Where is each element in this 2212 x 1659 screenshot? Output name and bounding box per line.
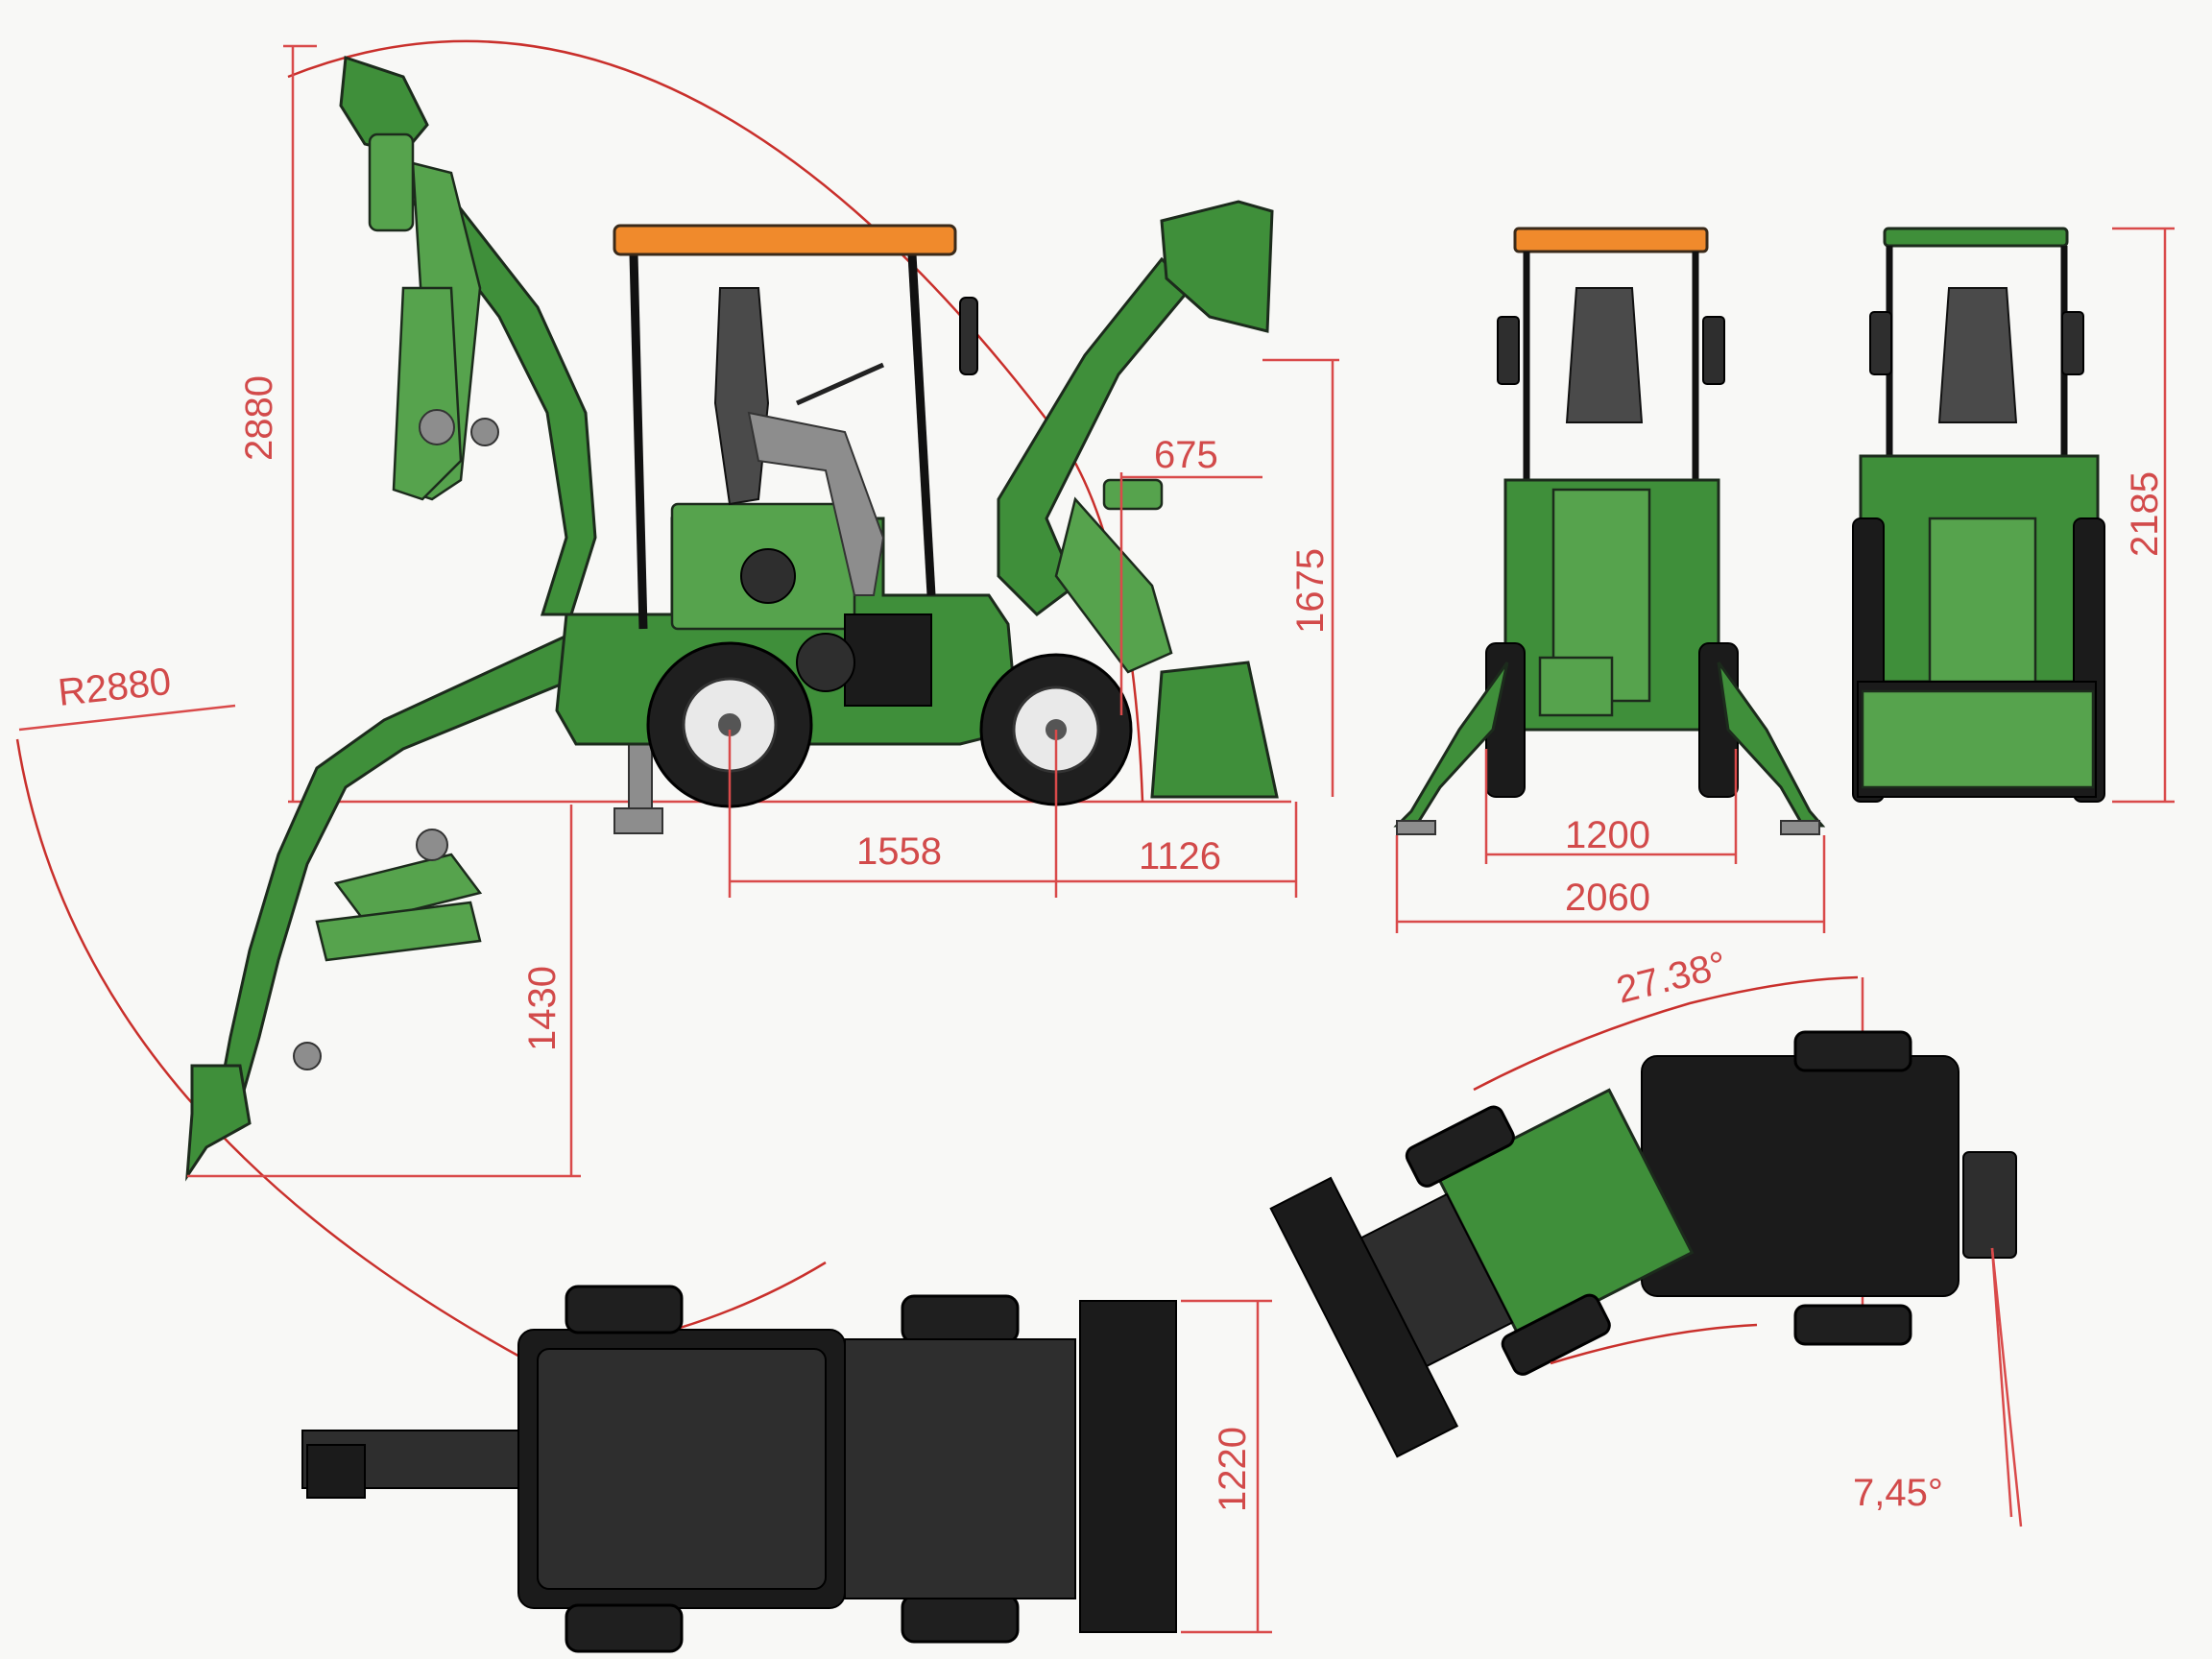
loader-arm — [997, 200, 1279, 799]
dim-articulation-angle: 27.38° — [1613, 944, 1731, 1012]
vent-grille — [740, 548, 796, 604]
rear-canopy-roof — [1513, 227, 1709, 253]
top-view-articulated: 27.38° 7,45° — [1269, 944, 2023, 1527]
dim-track-width: 1200 — [1565, 814, 1650, 856]
top-bucket — [1079, 1300, 1177, 1633]
rear-view: 1200 2060 — [1393, 227, 1826, 933]
dim-line-radius — [18, 704, 236, 732]
backhoe-raised — [339, 55, 597, 616]
loader-bucket-lowered — [1150, 661, 1279, 799]
top-rear-right-tire — [565, 1603, 684, 1653]
top-rear-left-tire — [565, 1285, 684, 1334]
top-view: 1220 — [301, 1261, 1272, 1653]
rops-rear-post — [629, 253, 648, 630]
dim-reach-radius: R2880 — [56, 661, 173, 714]
reach-arc-lower — [15, 738, 524, 1360]
backhoe-lowered — [185, 632, 618, 1182]
articulated-front-section — [1269, 1088, 1695, 1458]
dim-side-height: 2880 — [238, 375, 280, 461]
dim-swing-angle: 7,45° — [1853, 1472, 1943, 1514]
dim-wheelbase: 1558 — [856, 830, 942, 873]
dim-dig-depth: 1430 — [521, 966, 564, 1051]
side-panel — [844, 613, 932, 707]
rear-seat — [1565, 287, 1644, 423]
stabilizer-pad — [613, 807, 663, 834]
dim-front-offset: 675 — [1154, 434, 1218, 476]
articulated-tank — [1641, 1055, 1960, 1297]
dim-stabilizer-width: 2060 — [1565, 877, 1650, 919]
dim-overall-height: 2185 — [2124, 471, 2166, 557]
dim-front-overhang: 1126 — [1139, 835, 1221, 878]
dim-bucket-width: 1220 — [1212, 1427, 1254, 1512]
front-seat — [1937, 287, 2018, 423]
front-loader-frame — [1928, 517, 2037, 684]
dim-loader-height: 1675 — [1289, 548, 1332, 634]
rops-front-post — [907, 253, 936, 596]
canopy-roof — [613, 224, 957, 256]
rear-wheel — [646, 641, 813, 808]
vent-grille-2 — [796, 633, 855, 692]
steering-column — [795, 362, 885, 406]
top-front-right-tire — [901, 1594, 1020, 1644]
side-view: 2880 R2880 675 1675 1558 1126 1430 — [15, 39, 1339, 1360]
front-canopy-roof — [1883, 227, 2069, 248]
top-loader-frame — [844, 1338, 1076, 1599]
operator-figure — [747, 411, 885, 596]
side-mirror — [959, 297, 978, 375]
top-front-left-tire — [901, 1294, 1020, 1344]
articulated-backhoe — [1962, 1151, 2017, 1259]
operator-seat — [713, 287, 770, 506]
rear-hitch — [1538, 656, 1614, 717]
front-view: 2185 — [1852, 227, 2175, 804]
